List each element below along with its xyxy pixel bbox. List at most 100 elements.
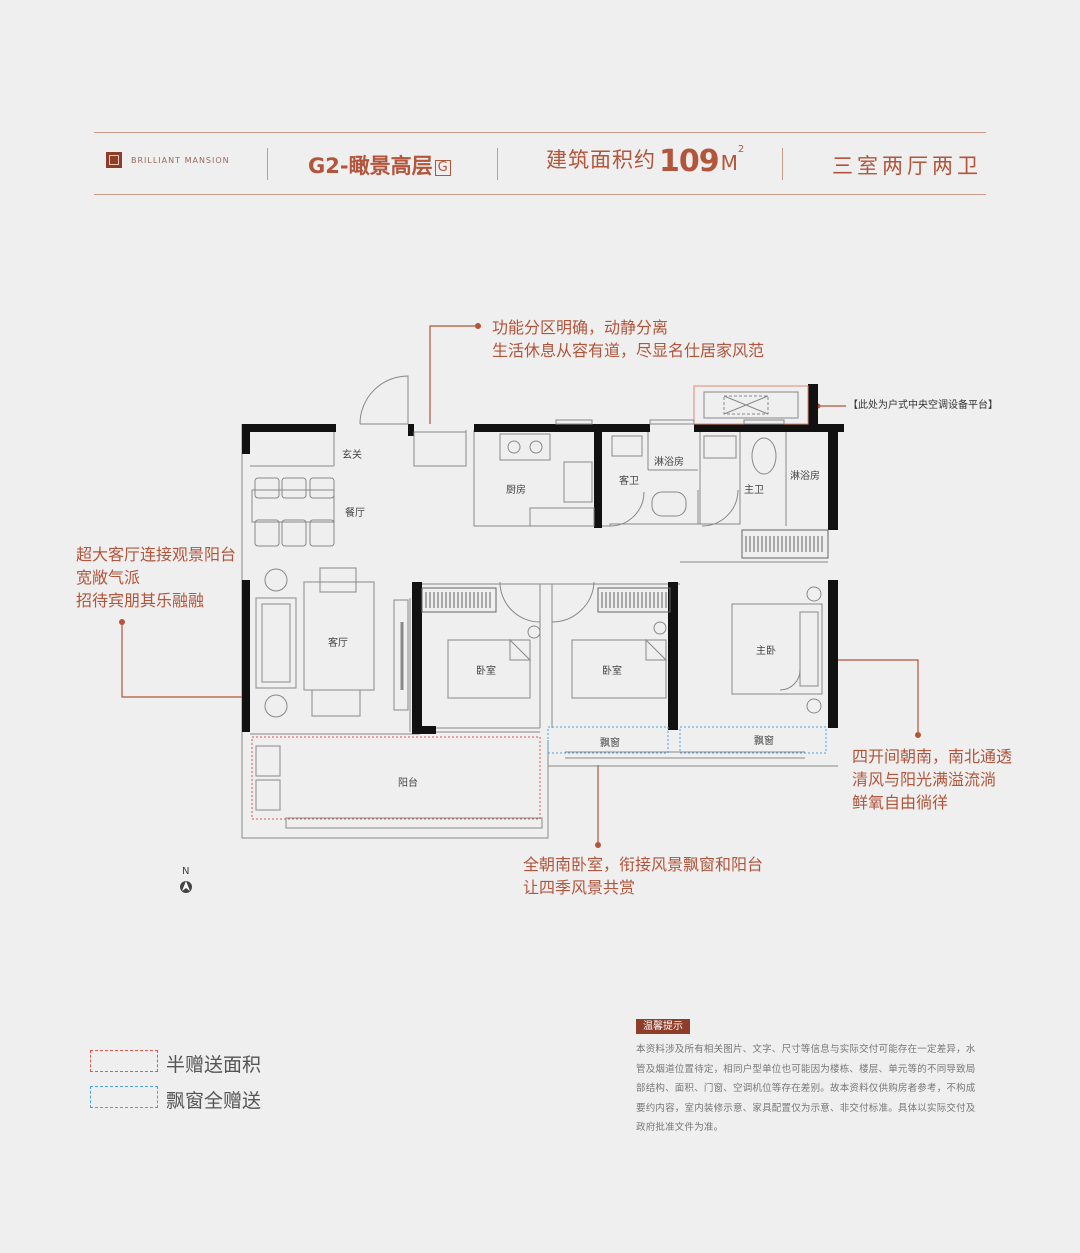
bed-1 [447,639,531,699]
layout-type: 三室两厅两卫 [832,154,982,178]
wall-kitchen-col [594,424,602,528]
dining-chair-2 [281,477,307,499]
wall-w-col2 [242,580,250,732]
wardrobe-master [741,529,829,559]
compass-label: N [182,866,190,877]
legend-bay-gift-label: 飘窗全赠送 [166,1090,262,1112]
kitchen-sink [563,461,593,503]
wardrobe-2 [597,587,671,613]
dining-chair-3 [309,477,335,499]
wall-ac-col [808,384,818,424]
area-sup: 2 [737,144,745,155]
callout-left: 超大客厅连接观景阳台 宽敞气派 招待宾朋其乐融融 [76,543,236,612]
side-table-1 [264,568,288,592]
balcony-half-gift [251,736,541,820]
header-top-rule [94,132,986,133]
armchair-2 [311,689,361,717]
balcony-rail [285,817,543,829]
area-unit: M [720,151,738,175]
wardrobe-stripes [425,536,823,608]
wall-east-col1 [828,424,838,530]
dining-table [251,489,335,523]
room-bedroom-2: 卧室 [602,666,622,677]
ac-unit-inner [723,395,769,415]
master-toilet [751,437,777,475]
callout-right-line1: 四开间朝南，南北通透 [852,747,1013,766]
legend-bay-gift-swatch [90,1086,158,1108]
area-label: 建筑面积约 [546,148,656,172]
bath-window-1 [649,419,695,425]
washer [255,745,281,777]
header-divider-3 [782,148,783,180]
leader-left-dot [119,619,125,625]
sofa-seat [261,603,291,683]
leader-top [429,325,478,424]
room-living: 客厅 [328,638,348,649]
nightstand-2 [806,698,822,714]
callout-right-line3: 鲜氧自由徜徉 [852,793,949,812]
unit-badge: G [434,160,451,176]
callout-ac-platform: 【此处为户式中央空调设备平台】 [848,400,998,411]
bed1-lamp [527,625,541,639]
wall-corner-s [412,726,436,734]
leader-left [121,622,242,698]
bed-2-fold [645,638,668,661]
room-shower-2: 淋浴房 [790,471,820,482]
fridge [413,431,467,467]
dining-chair-4 [254,519,280,547]
callout-top: 功能分区明确，动静分离 生活休息从容有道，尽显名仕居家风范 [492,316,764,362]
master-pillow [799,611,819,687]
dining-chair-5 [281,519,307,547]
bed2-lamp [653,621,667,635]
wall-bed1-col [412,582,422,732]
bath-door [701,489,739,527]
notice-title: 温馨提示 [636,1019,690,1034]
area-value: 109 [659,144,720,179]
master-bed [731,603,823,695]
unit-name: G2-瞰景高层 [308,154,433,178]
wall-n-bath2 [694,424,844,432]
wall-east-col2 [828,580,838,728]
room-master-bedroom: 主卧 [756,646,776,657]
leader-bottom-dot [595,842,601,848]
room-bay-2: 飘窗 [754,736,774,747]
entry-door [359,375,409,425]
kitchen-counter [529,507,595,527]
bed-1-fold [509,638,532,661]
ac-unit [703,391,799,419]
callout-top-line1: 功能分区明确，动静分离 [492,318,669,337]
room-dining: 餐厅 [345,508,365,519]
burner-2 [529,440,543,454]
leader-right [838,659,919,735]
room-bay-1: 飘窗 [600,738,620,749]
kitchen-window [555,419,593,425]
laundry-sink [255,779,281,811]
wardrobe-1 [421,587,497,613]
callout-bottom: 全朝南卧室，衔接风景飘窗和阳台 让四季风景共赏 [523,853,763,899]
room-bedroom-1: 卧室 [476,666,496,677]
legend-half-gift-swatch [90,1050,158,1072]
compass-icon [180,881,192,893]
room-shower-1: 淋浴房 [654,457,684,468]
bay-window-1 [547,726,669,754]
wall-w-top [242,424,336,432]
header-divider-1 [267,148,268,180]
guest-basin [611,435,643,457]
wall-bed2-col [668,582,678,730]
callout-right-line2: 清风与阳光满溢流淌 [852,770,997,789]
nightstand-1 [806,586,822,602]
wall-corridor [596,432,701,527]
room-guest-bath: 客卫 [619,476,639,487]
bed2-door [551,581,595,623]
master-door [779,669,801,691]
leader-top-dot [475,323,481,329]
brand-block: BRILLIANT MANSION [106,152,230,168]
stove [499,433,551,461]
notice-body: 本资料涉及所有相关图片、文字、尺寸等信息与实际交付可能存在一定差异，水管及烟道位… [636,1044,976,1133]
side-table-2 [264,694,288,718]
wall-entry-jamb [408,424,414,436]
bath-window-2 [743,419,785,425]
bed1-door [499,581,541,623]
